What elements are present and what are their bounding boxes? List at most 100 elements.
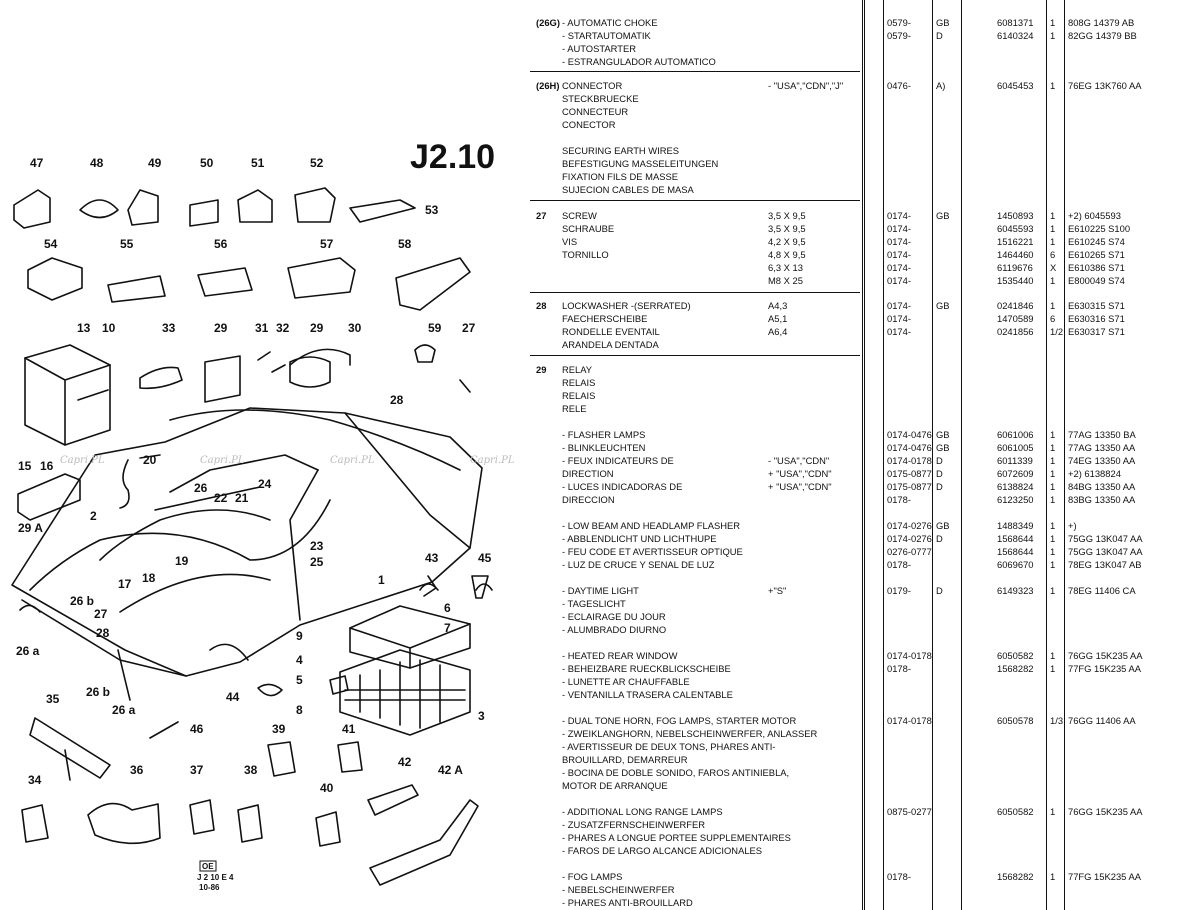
cell-desc: RELAIS [562, 390, 596, 401]
callout: 15 [18, 459, 32, 473]
callout: 3 [478, 709, 485, 723]
cell-pn: 6123250 [997, 494, 1034, 505]
cell-desc: - LOW BEAM AND HEADLAMP FLASHER [562, 520, 740, 531]
table-row: CONNECTEUR [530, 105, 1200, 118]
table-row: ARANDELA DENTADA [530, 338, 1200, 351]
cell-qty: 6 [1050, 313, 1056, 324]
stamp-line: OE [202, 862, 214, 871]
table-row: CONECTOR [530, 118, 1200, 131]
table-row: - LUNETTE AR CHAUFFABLE [530, 675, 1200, 688]
cell-cc: D [936, 481, 943, 492]
cell-desc: DIRECTION [562, 468, 614, 479]
cell-oem: 84BG 13350 AA [1068, 481, 1136, 492]
callout: 5 [296, 673, 303, 687]
callout: 40 [320, 781, 334, 795]
cell-pn: 6050582 [997, 806, 1034, 817]
cell-oem: E610265 S71 [1068, 249, 1125, 260]
cell-range: 0178- [887, 494, 911, 505]
cell-desc: RELAIS [562, 377, 596, 388]
cell-pn: 6149323 [997, 585, 1034, 596]
table-row: - ECLAIRAGE DU JOUR [530, 610, 1200, 623]
callout: 27 [94, 607, 108, 621]
cell-desc: - AUTOSTARTER [562, 43, 636, 54]
callout: 23 [310, 539, 324, 553]
table-row: - AVERTISSEUR DE DEUX TONS, PHARES ANTI- [530, 740, 1200, 753]
callout: 30 [348, 321, 362, 335]
cell-oem: 78EG 11406 CA [1068, 585, 1136, 596]
callout: 19 [175, 554, 189, 568]
cell-oem: 74EG 13350 AA [1068, 455, 1136, 466]
cell-oem: E630315 S71 [1068, 300, 1125, 311]
cell-cc: D [936, 533, 943, 544]
table-row: - FEUX INDICATEURS DE- "USA","CDN"0174-0… [530, 454, 1200, 467]
callout: 17 [118, 577, 132, 591]
table-row: - VENTANILLA TRASERA CALENTABLE [530, 688, 1200, 701]
callout: 28 [96, 626, 110, 640]
cell-pn: 1568644 [997, 533, 1034, 544]
cell-desc: BEFESTIGUNG MASSELEITUNGEN [562, 158, 719, 169]
table-row: FIXATION FILS DE MASSE [530, 170, 1200, 183]
cell-spec: 3,5 X 9,5 [768, 223, 806, 234]
cell-spec: M8 X 25 [768, 275, 803, 286]
table-row: - ALUMBRADO DIURNO [530, 623, 1200, 636]
cell-desc: - BEHEIZBARE RUECKBLICKSCHEIBE [562, 663, 731, 674]
stamp-line: 10-86 [199, 883, 220, 892]
row-separator [530, 200, 860, 201]
exploded-parts-diagram: J2.10 47 48 49 50 51 52 53 54 55 56 57 5… [11, 138, 515, 892]
cell-pn: 6069670 [997, 559, 1034, 570]
callout: 42 A [438, 763, 463, 777]
table-row: - ZWEIKLANGHORN, NEBELSCHEINWERFER, ANLA… [530, 727, 1200, 740]
cell-pn: 6050582 [997, 650, 1034, 661]
cell-oem: E610225 S100 [1068, 223, 1131, 234]
cell-desc: VIS [562, 236, 578, 247]
cell-oem: 76GG 15K235 AA [1068, 650, 1143, 661]
callout: 18 [142, 571, 156, 585]
callout: 58 [398, 237, 412, 251]
cell-pn: 1488349 [997, 520, 1034, 531]
cell-qty: 1 [1050, 30, 1056, 41]
cell-qty: 1/3 [1050, 715, 1064, 726]
callout: 28 [390, 393, 404, 407]
callout: 26 b [86, 685, 110, 699]
cell-pn: 6061006 [997, 429, 1034, 440]
cell-desc: CONECTOR [562, 119, 616, 130]
cell-ref: 28 [536, 300, 547, 311]
cell-desc: - VENTANILLA TRASERA CALENTABLE [562, 689, 733, 700]
cell-oem: 76GG 11406 AA [1068, 715, 1136, 726]
cell-spec: + "USA","CDN" [768, 468, 832, 479]
table-row: BROUILLARD, DEMARREUR [530, 753, 1200, 766]
callout: 57 [320, 237, 334, 251]
cell-pn: 6138824 [997, 481, 1034, 492]
watermark: Capri.PL [330, 455, 375, 466]
callout: 31 [255, 321, 269, 335]
cell-desc: BROUILLARD, DEMARREUR [562, 754, 688, 765]
callout: 54 [44, 237, 58, 251]
cell-desc: - AUTOMATIC CHOKE [562, 17, 658, 28]
cell-desc: - ECLAIRAGE DU JOUR [562, 611, 666, 622]
table-row: - ESTRANGULADOR AUTOMATICO [530, 55, 1200, 68]
callout: 4 [296, 653, 303, 667]
callout: 36 [130, 763, 144, 777]
cell-desc: RELE [562, 403, 587, 414]
cell-cc: D [936, 585, 943, 596]
cell-pn: 6050578 [997, 715, 1034, 726]
cell-oem: +) [1068, 520, 1077, 531]
cell-desc: - BOCINA DE DOBLE SONIDO, FAROS ANTINIEB… [562, 767, 790, 778]
cell-desc: - FAROS DE LARGO ALCANCE ADICIONALES [562, 845, 763, 856]
callout: 41 [342, 722, 356, 736]
cell-qty: 1 [1050, 585, 1056, 596]
callout: 8 [296, 703, 303, 717]
cell-desc: - AVERTISSEUR DE DEUX TONS, PHARES ANTI- [562, 741, 776, 752]
cell-spec: - "USA","CDN","J" [768, 80, 844, 91]
cell-desc: - FEUX INDICATEURS DE [562, 455, 674, 466]
cell-desc: STECKBRUECKE [562, 93, 639, 104]
callout: 44 [226, 690, 240, 704]
callout: 49 [148, 156, 162, 170]
table-row: RELE [530, 402, 1200, 415]
cell-range: 0579- [887, 17, 911, 28]
